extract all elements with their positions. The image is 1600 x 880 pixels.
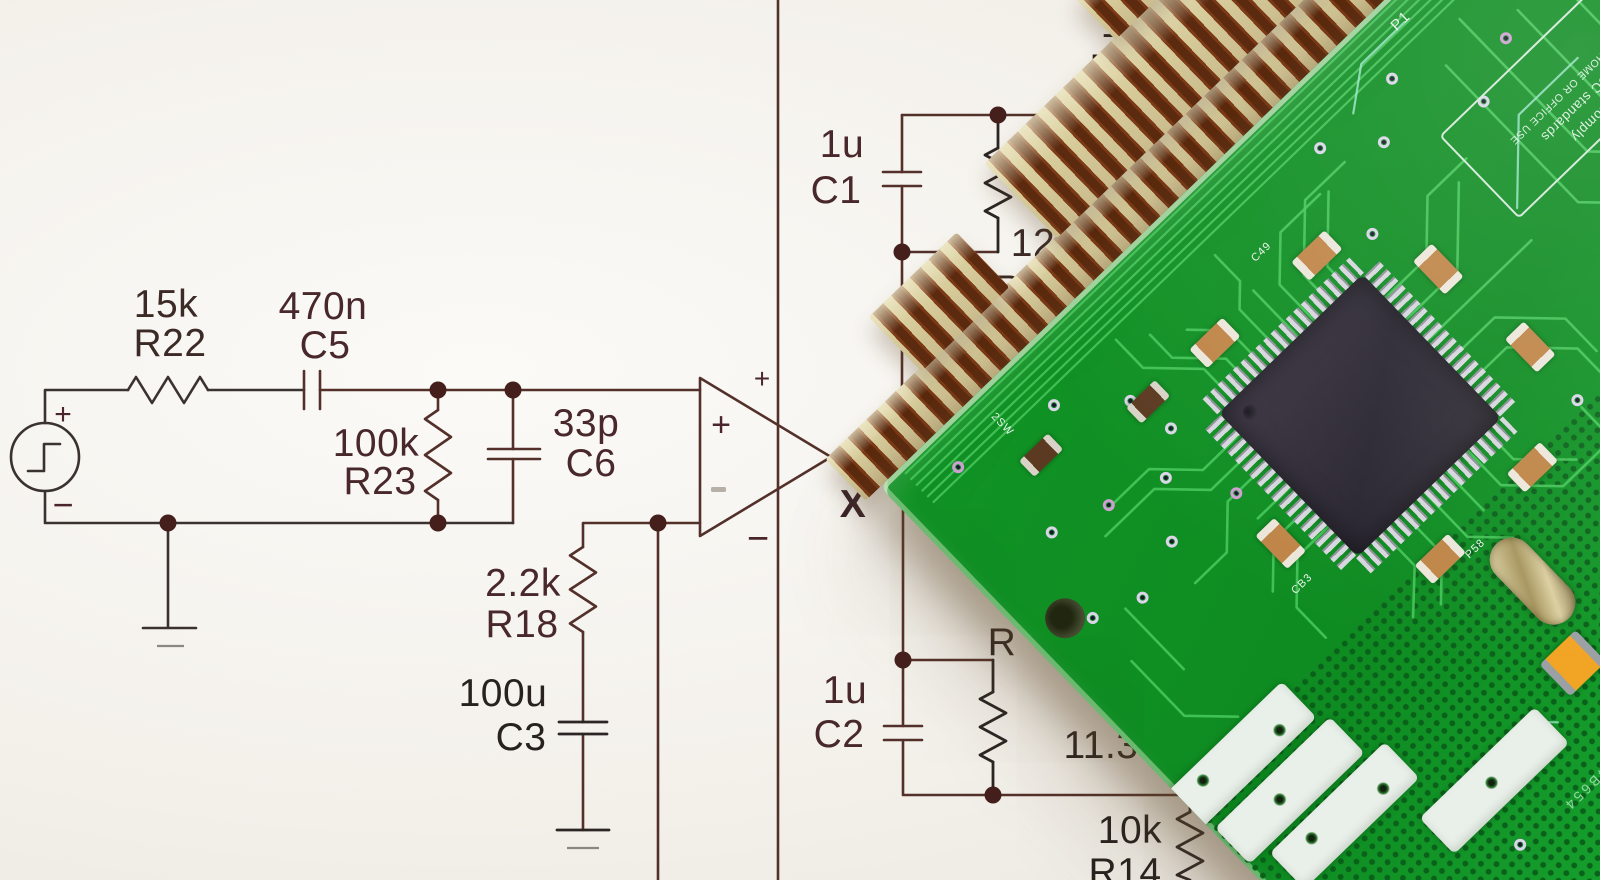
label-c6-value: 33p	[553, 402, 620, 445]
label-r14-ref: R14	[1088, 851, 1161, 880]
source-plus-label: +	[54, 398, 72, 431]
label-c5-ref: C5	[300, 324, 351, 367]
source-minus-label: −	[52, 484, 73, 525]
pcb-board: tested to comply with FCC standards FOR …	[880, 0, 1600, 880]
opamp-tiny-partnumber	[711, 487, 726, 492]
resistor-hidden-bottom	[978, 690, 1008, 764]
opamp-noninverting-label: +	[711, 406, 731, 444]
resistor-r18	[568, 545, 598, 634]
capacitor-c1	[881, 170, 923, 188]
label-r18-ref: R18	[485, 603, 558, 646]
capacitor-c2	[882, 724, 924, 742]
resistor-12k	[983, 146, 1013, 220]
resistor-r23	[423, 408, 453, 502]
label-c1-value: 1u	[820, 123, 864, 166]
capacitor-symbols	[302, 170, 924, 742]
label-c6-ref: C6	[566, 442, 617, 485]
label-r23-value: 100k	[333, 422, 420, 465]
label-ref-partial-bottom: R	[988, 621, 1017, 664]
opamp-supply-plus-label: +	[754, 363, 770, 394]
label-r14-value: 10k	[1098, 809, 1162, 852]
label-c3-value: 100u	[459, 672, 548, 715]
label-r22-value: 15k	[134, 283, 198, 326]
capacitor-c3	[557, 720, 609, 736]
resistor-r14	[1175, 810, 1205, 880]
opamp-symbol: + + −	[698, 363, 833, 560]
step-waveform-icon	[26, 442, 62, 473]
label-c3-ref: C3	[496, 716, 547, 759]
label-r18-value: 2.2k	[485, 562, 561, 605]
resistor-r22	[126, 375, 210, 405]
capacitor-c5	[302, 369, 322, 411]
label-c2-ref: C2	[814, 713, 865, 756]
capacitor-c6	[486, 447, 542, 461]
label-r22-ref: R22	[133, 322, 206, 365]
junction-dots	[159, 106, 1007, 804]
label-c5-value: 470n	[279, 285, 368, 328]
opamp-inverting-label: −	[747, 518, 769, 560]
label-c2-value: 1u	[823, 669, 867, 712]
label-r23-ref: R23	[343, 460, 416, 503]
label-c1-ref: C1	[811, 169, 862, 212]
